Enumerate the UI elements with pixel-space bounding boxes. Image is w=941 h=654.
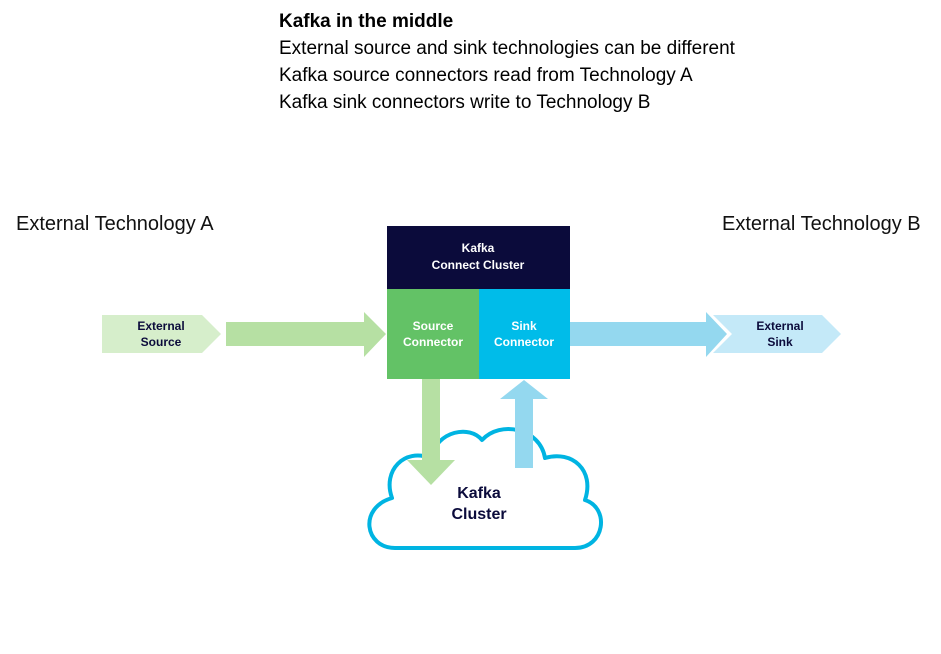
connect-cluster-label-2: Connect Cluster (432, 258, 525, 272)
external-sink-chevron (713, 315, 841, 353)
external-source-label-1: External (137, 319, 184, 333)
sink-connector-label-1: Sink (511, 319, 537, 333)
sink-flow-arrow (570, 312, 727, 357)
notes-line: External source and sink technologies ca… (279, 38, 735, 59)
kafka-cluster-label-1: Kafka (457, 485, 501, 502)
notes-block: Kafka in the middle External source and … (279, 8, 735, 116)
notes-title: Kafka in the middle (279, 11, 454, 32)
source-connector-box (387, 289, 479, 379)
notes-line: Kafka sink connectors write to Technolog… (279, 92, 651, 113)
sink-connector-label-2: Connector (494, 335, 554, 349)
source-flow-arrow (226, 312, 386, 357)
external-source-label-2: Source (141, 335, 182, 349)
external-technology-b-label: External Technology B (722, 213, 921, 235)
notes-line: Kafka source connectors read from Techno… (279, 65, 693, 86)
cluster-to-sink-arrow (500, 380, 548, 468)
kafka-cluster-label-2: Cluster (451, 506, 506, 523)
external-technology-a-label: External Technology A (16, 213, 214, 235)
source-connector-label-1: Source (413, 319, 454, 333)
external-source-chevron (102, 315, 221, 353)
connect-cluster-label-1: Kafka (462, 241, 495, 255)
connect-cluster-box (387, 226, 570, 289)
external-sink-label-1: External (756, 319, 803, 333)
source-connector-label-2: Connector (403, 335, 463, 349)
sink-connector-box (479, 289, 570, 379)
source-to-cluster-arrow (407, 379, 455, 485)
external-sink-label-2: Sink (767, 335, 793, 349)
